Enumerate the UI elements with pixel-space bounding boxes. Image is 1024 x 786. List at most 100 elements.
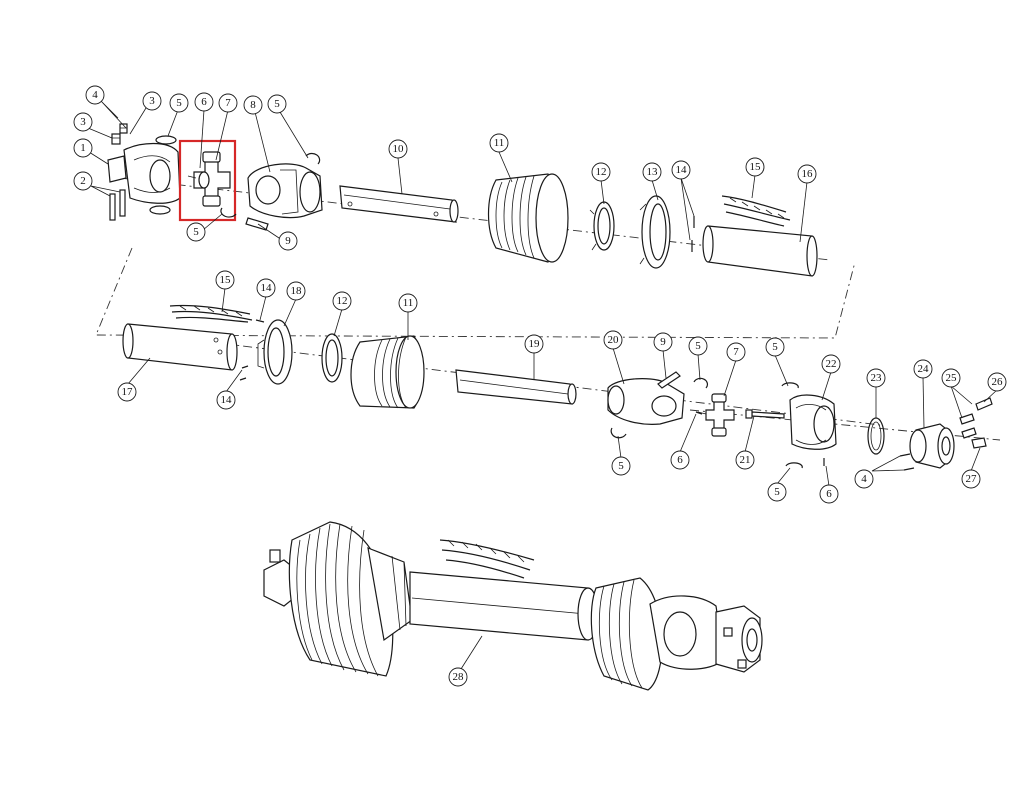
callout-leader-lines [87, 100, 998, 670]
svg-text:5: 5 [772, 341, 778, 353]
svg-text:16: 16 [802, 168, 814, 180]
part-yoke-front [123, 142, 181, 204]
svg-text:21: 21 [740, 454, 751, 466]
part-9-pin-middle [657, 371, 681, 389]
part-2-pins [109, 189, 126, 221]
svg-text:24: 24 [918, 363, 930, 375]
svg-text:15: 15 [750, 161, 762, 173]
callout-22: 22 [821, 354, 841, 374]
svg-text:14: 14 [676, 164, 688, 176]
part-25-26-27-fittings [959, 397, 993, 449]
svg-text:12: 12 [337, 295, 348, 307]
callout-23: 23 [866, 368, 886, 388]
svg-text:14: 14 [221, 394, 233, 406]
svg-text:20: 20 [608, 334, 620, 346]
part-14-screws-top [691, 216, 695, 252]
svg-text:11: 11 [403, 297, 414, 309]
callout-11: 11 [489, 133, 509, 153]
callout-17: 17 [117, 382, 137, 402]
callout-5: 5 [186, 222, 206, 242]
callout-3: 3 [142, 91, 162, 111]
svg-text:25: 25 [946, 372, 958, 384]
svg-text:5: 5 [774, 486, 780, 498]
svg-text:5: 5 [193, 226, 199, 238]
callout-7: 7 [726, 342, 746, 362]
callout-18: 18 [286, 281, 306, 301]
svg-text:17: 17 [122, 386, 134, 398]
part-10-inner-tube [339, 185, 459, 223]
part-16-outer-tube-top [702, 225, 818, 277]
callout-24: 24 [913, 359, 933, 379]
svg-text:5: 5 [618, 460, 624, 472]
svg-text:6: 6 [677, 454, 683, 466]
svg-text:19: 19 [529, 338, 541, 350]
part-18-guard-flange-middle [257, 319, 293, 385]
part-20-inner-yoke-middle [607, 378, 685, 425]
callout-1: 1 [73, 138, 93, 158]
callout-6: 6 [819, 484, 839, 504]
callout-16: 16 [797, 164, 817, 184]
callout-28: 28 [448, 667, 468, 687]
callout-8: 8 [243, 95, 263, 115]
svg-text:12: 12 [596, 166, 607, 178]
svg-text:8: 8 [250, 99, 256, 111]
callout-14: 14 [256, 278, 276, 298]
svg-text:22: 22 [826, 358, 837, 370]
callout-14: 14 [671, 160, 691, 180]
svg-text:3: 3 [80, 116, 86, 128]
callout-14: 14 [216, 390, 236, 410]
callout-27: 27 [961, 469, 981, 489]
svg-text:7: 7 [225, 97, 231, 109]
callout-9: 9 [278, 231, 298, 251]
callout-12: 12 [332, 291, 352, 311]
part-19-inner-tube-middle [455, 369, 577, 405]
callout-11: 11 [398, 293, 418, 313]
callout-6: 6 [670, 450, 690, 470]
callout-15: 15 [745, 157, 765, 177]
svg-text:15: 15 [220, 274, 232, 286]
callout-5: 5 [267, 94, 287, 114]
callout-2: 2 [73, 171, 93, 191]
part-5-circlip-right [305, 152, 321, 165]
part-7-cross-journal-middle [697, 393, 735, 437]
svg-text:27: 27 [966, 473, 978, 485]
svg-text:5: 5 [176, 97, 182, 109]
svg-text:2: 2 [80, 175, 86, 187]
part-14-screws-middle [239, 319, 265, 381]
part-11-guard-cone-middle [350, 335, 425, 409]
svg-text:10: 10 [393, 143, 405, 155]
callout-15: 15 [215, 270, 235, 290]
svg-text:28: 28 [453, 671, 465, 683]
part-22-outer-yoke [789, 394, 837, 450]
svg-text:23: 23 [871, 372, 883, 384]
callout-13: 13 [642, 162, 662, 182]
svg-text:1: 1 [80, 142, 86, 154]
callout-20: 20 [603, 330, 623, 350]
svg-text:7: 7 [733, 346, 739, 358]
callout-7: 7 [218, 93, 238, 113]
part-13-guard-flange-top [639, 195, 671, 269]
callout-5: 5 [169, 93, 189, 113]
svg-text:18: 18 [291, 285, 303, 297]
callout-10: 10 [388, 139, 408, 159]
svg-text:5: 5 [695, 340, 701, 352]
svg-text:4: 4 [861, 473, 867, 485]
svg-text:6: 6 [826, 488, 832, 500]
part-5-circlip-top [149, 135, 177, 215]
part-15-chain-top [721, 195, 791, 227]
callout-5: 5 [611, 456, 631, 476]
callout-5: 5 [688, 336, 708, 356]
part-28-assembled-pto-shaft [263, 521, 763, 691]
callout-5: 5 [767, 482, 787, 502]
callout-3: 3 [73, 112, 93, 132]
part-1-yoke-block [107, 155, 127, 183]
callout-19: 19 [524, 334, 544, 354]
svg-text:3: 3 [149, 95, 155, 107]
callout-bubbles: 4 3 5 6 7 8 5 3 1 2 5 9 10 11 12 13 14 1… [73, 85, 1007, 687]
callout-12: 12 [591, 162, 611, 182]
part-12-bearing-ring-middle [321, 333, 343, 383]
svg-text:9: 9 [660, 336, 666, 348]
svg-text:13: 13 [647, 166, 659, 178]
callout-21: 21 [735, 450, 755, 470]
